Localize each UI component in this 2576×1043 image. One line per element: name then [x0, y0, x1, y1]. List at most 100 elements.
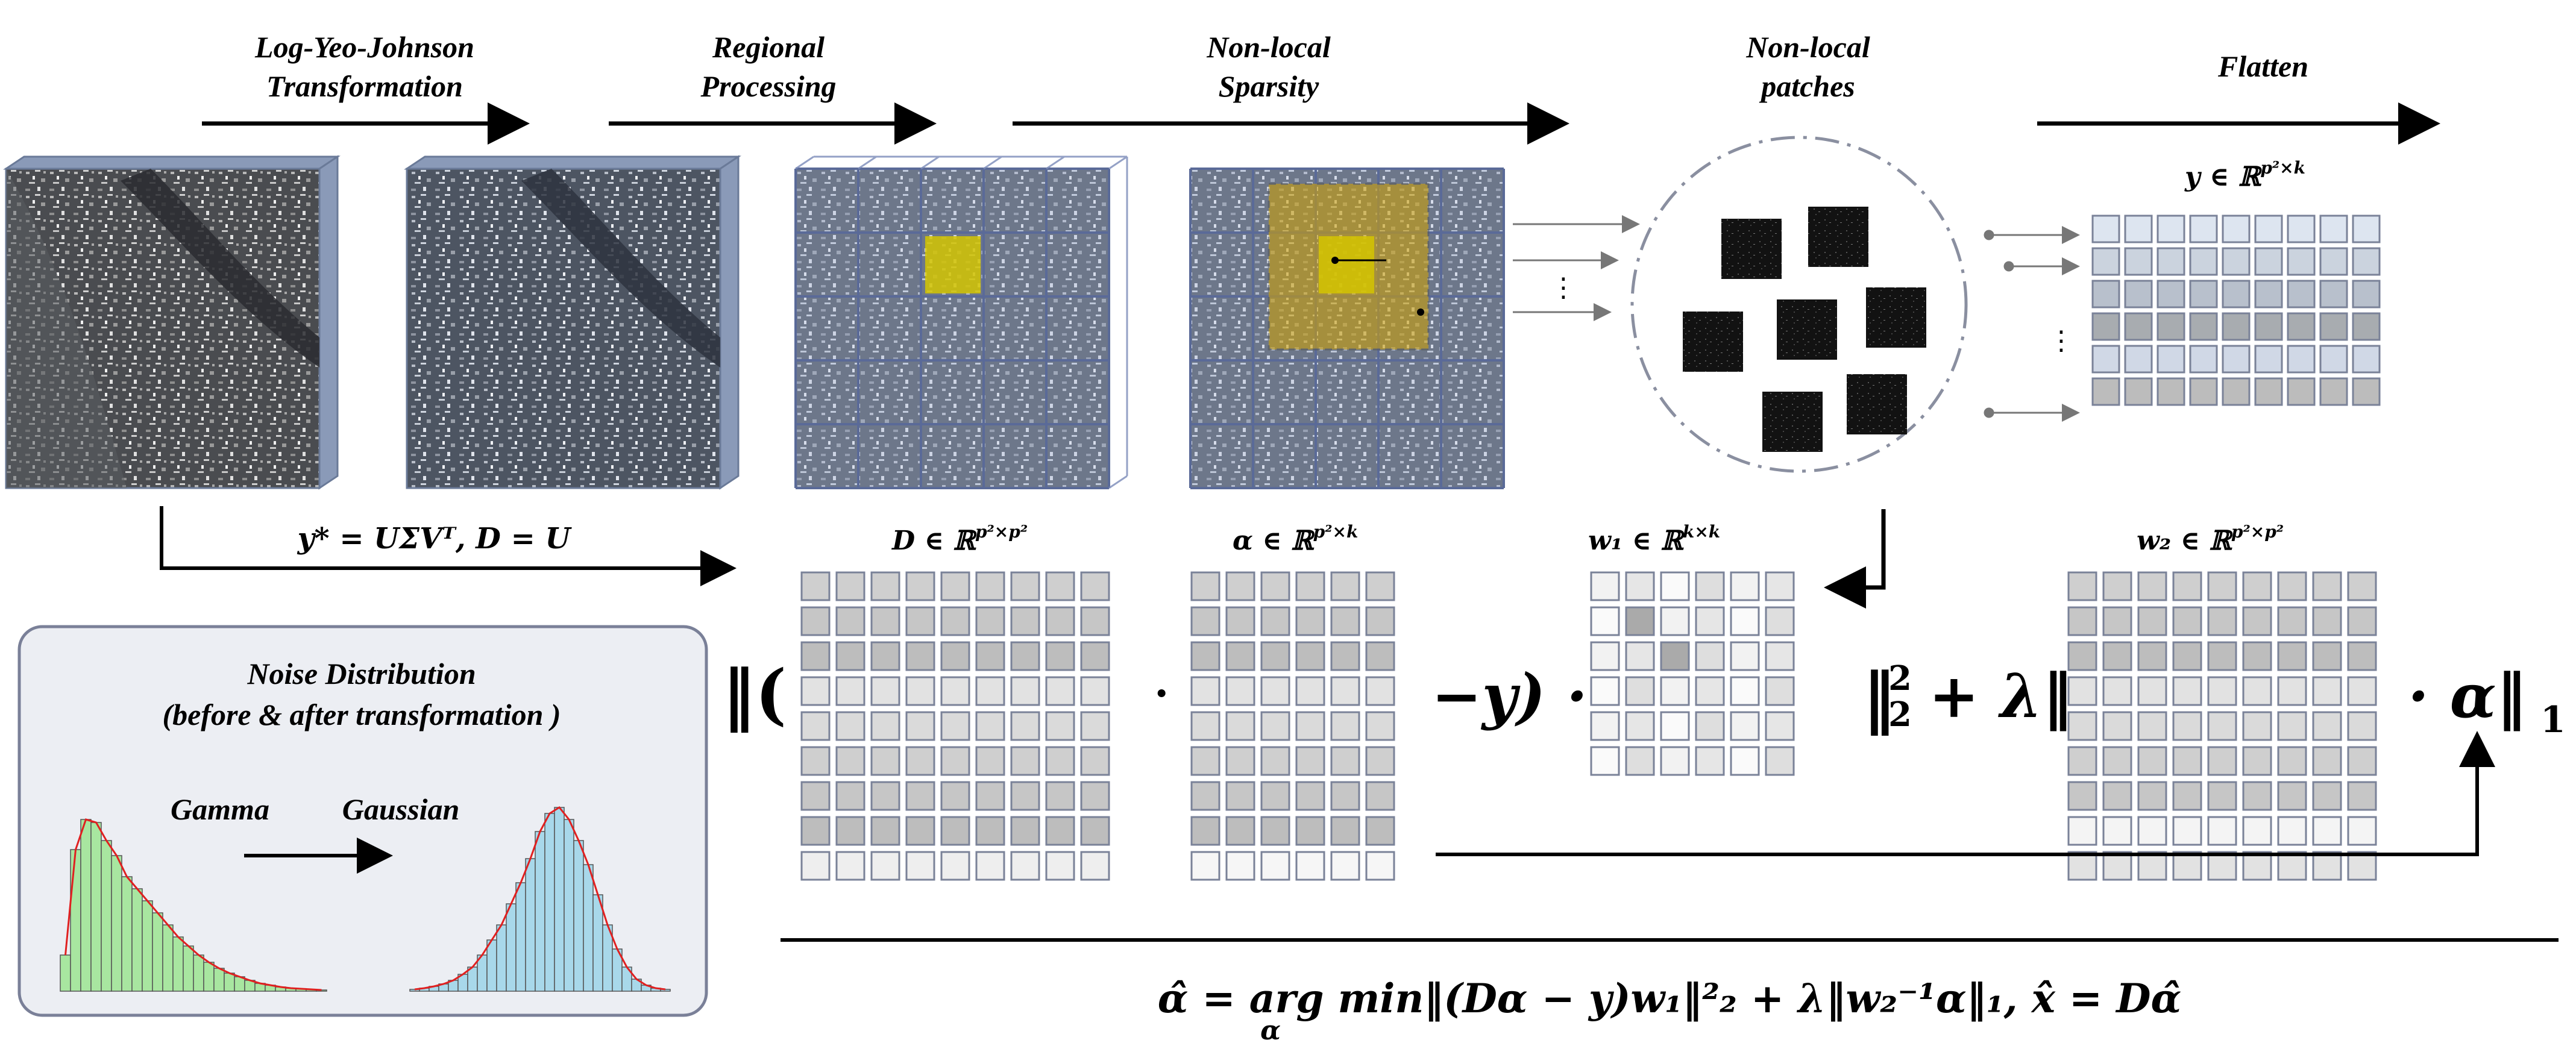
matrix-cell — [975, 641, 1005, 671]
histogram-bar — [592, 894, 603, 992]
svg-text:Sparsity: Sparsity — [1219, 69, 1320, 103]
matrix-cell — [1010, 571, 1040, 601]
matrix-cell — [2277, 571, 2307, 601]
matrix-cell — [800, 571, 831, 601]
matrix-cell — [2124, 312, 2153, 341]
matrix-cell — [1010, 851, 1040, 881]
matrix-cell — [2067, 641, 2097, 671]
gaussian-histogram — [409, 806, 671, 992]
matrix-cell — [975, 816, 1005, 846]
matrix-cell — [2137, 571, 2167, 601]
matrix-cell — [2254, 377, 2283, 406]
matrix-cell — [1010, 746, 1040, 776]
svg-text:Regional: Regional — [712, 30, 825, 64]
flatten-arrows — [1984, 226, 2080, 422]
histogram-bar — [90, 822, 102, 992]
matrix-cell — [2287, 312, 2316, 341]
matrix-cell — [2102, 851, 2132, 881]
matrix-cell — [1190, 606, 1220, 636]
matrix-cell — [1260, 711, 1290, 741]
matrix-cell — [2207, 641, 2237, 671]
svg-text:(before & after transformation: (before & after transformation ) — [162, 698, 561, 731]
matrix-cell — [2157, 247, 2185, 276]
matrix-cell — [1045, 676, 1075, 706]
matrix-cell — [1590, 571, 1620, 601]
matrix-cell — [2124, 280, 2153, 309]
matrix-cell — [2287, 247, 2316, 276]
objective-dot-1: · — [1154, 668, 1169, 718]
matrix-cell — [2102, 641, 2132, 671]
noise-distribution-panel: Noise Distribution (before & after trans… — [17, 625, 708, 1017]
objective-l1-alpha: · α‖ 1 — [2408, 660, 2566, 741]
matrix-cell — [1045, 711, 1075, 741]
matrix-cell — [2242, 816, 2272, 846]
histogram-bar — [60, 954, 71, 992]
matrix-cell — [1590, 641, 1620, 671]
D-matrix — [800, 571, 1110, 881]
matrix-cell — [1225, 851, 1255, 881]
histogram-bar — [70, 849, 81, 992]
histogram-bar — [486, 939, 497, 992]
matrix-cell — [1730, 676, 1760, 706]
matrix-cell — [2091, 312, 2120, 341]
stage-label-log-yeo-johnson: Log-Yeo-Johnson Transformation — [254, 30, 474, 103]
y-matrix-label: y ∈ ℝp²×k — [2184, 158, 2305, 192]
matrix-cell — [1045, 816, 1075, 846]
matrix-cell — [2319, 280, 2348, 309]
histogram-bar — [544, 813, 555, 992]
matrix-cell — [1660, 606, 1690, 636]
matrix-cell — [2207, 851, 2237, 881]
matrix-cell — [2242, 571, 2272, 601]
matrix-cell — [2157, 280, 2185, 309]
matrix-cell — [1260, 676, 1290, 706]
w2-matrix — [2067, 571, 2377, 881]
matrix-cell — [1295, 676, 1325, 706]
matrix-cell — [1190, 781, 1220, 811]
matrix-cell — [2067, 816, 2097, 846]
objective-minus-y: −y) · — [1431, 660, 1588, 731]
matrix-cell — [1365, 816, 1395, 846]
matrix-cell — [835, 641, 865, 671]
matrix-cell — [2137, 676, 2167, 706]
matrix-cell — [1625, 676, 1655, 706]
matrix-cell — [1010, 606, 1040, 636]
matrix-cell — [1765, 606, 1795, 636]
matrix-cell — [1695, 571, 1725, 601]
matrix-cell — [1295, 816, 1325, 846]
matrix-cell — [1295, 606, 1325, 636]
svg-text:α̂ = arg min‖(Dα − y)w₁‖²₂ + λ: α̂ = arg min‖(Dα − y)w₁‖²₂ + λ‖w₂⁻¹α‖₁, … — [1158, 975, 2182, 1022]
matrix-cell — [1295, 746, 1325, 776]
matrix-cell — [2137, 746, 2167, 776]
matrix-cell — [975, 746, 1005, 776]
matrix-cell — [1590, 711, 1620, 741]
matrix-cell — [2347, 571, 2377, 601]
matrix-cell — [2319, 345, 2348, 374]
fit-curve — [414, 806, 666, 991]
svg-text:‖: ‖ — [1862, 658, 1896, 736]
matrix-cell — [2242, 641, 2272, 671]
matrix-cell — [800, 606, 831, 636]
matrix-cell — [2091, 215, 2120, 243]
matrix-cell — [2157, 215, 2185, 243]
matrix-cell — [2347, 676, 2377, 706]
matrix-cell — [1080, 641, 1110, 671]
histogram-bar — [224, 973, 235, 992]
histogram-bar — [583, 864, 594, 992]
matrix-cell — [2254, 345, 2283, 374]
matrix-cell — [835, 746, 865, 776]
matrix-cell — [2222, 312, 2251, 341]
matrix-cell — [2067, 781, 2097, 811]
stage-label-flatten: Flatten — [2217, 49, 2308, 83]
matrix-cell — [2319, 312, 2348, 341]
matrix-cell — [2157, 377, 2185, 406]
histogram-bar — [152, 912, 163, 992]
matrix-cell — [1190, 571, 1220, 601]
matrix-cell — [2067, 571, 2097, 601]
matrix-cell — [1330, 711, 1360, 741]
matrix-cell — [1765, 746, 1795, 776]
matrix-cell — [1295, 641, 1325, 671]
matrix-cell — [1330, 816, 1360, 846]
svg-text:Non-local: Non-local — [1745, 30, 1870, 64]
matrix-cell — [1190, 816, 1220, 846]
matrix-cell — [2172, 816, 2202, 846]
